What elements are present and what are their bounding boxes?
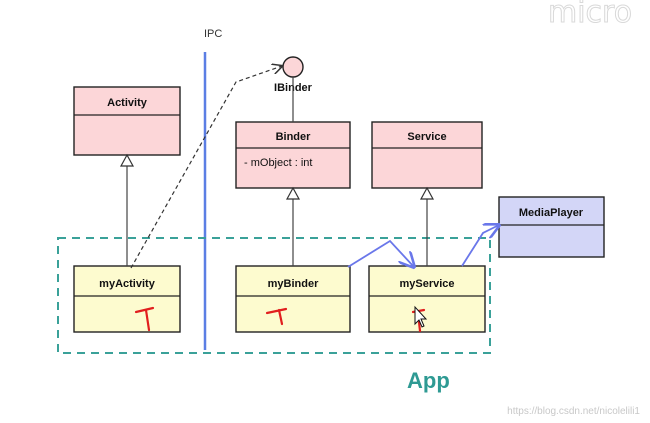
class-myservice: myService xyxy=(368,265,486,333)
class-myservice-name: myService xyxy=(399,278,454,290)
handwritten-mark-mybinder xyxy=(265,307,288,326)
class-mediaplayer: MediaPlayer xyxy=(498,196,605,258)
class-binder: Binder - mObject : int xyxy=(235,121,351,189)
generalization-myactivity-activity xyxy=(119,153,135,266)
handwritten-mark-myactivity xyxy=(134,306,155,332)
app-package-boundary xyxy=(57,237,491,354)
source-watermark: https://blog.csdn.net/nicolelili1 xyxy=(507,406,640,417)
mouse-cursor-icon xyxy=(414,305,428,328)
class-activity: Activity xyxy=(73,86,181,156)
dependency-myactivity-ibinder xyxy=(130,66,282,269)
class-mybinder: myBinder xyxy=(235,265,351,333)
ipc-label: IPC xyxy=(204,28,222,40)
ibinder-lollipop-icon xyxy=(282,56,304,78)
class-myactivity: myActivity xyxy=(73,265,181,333)
watermark-logo: micro xyxy=(548,0,632,30)
class-mediaplayer-name: MediaPlayer xyxy=(519,207,584,219)
app-package-label: App xyxy=(407,368,450,393)
class-service: Service xyxy=(371,121,483,189)
association-myservice-mediaplayer xyxy=(461,225,499,267)
generalization-myservice-service xyxy=(419,186,435,266)
class-myactivity-name: myActivity xyxy=(99,278,156,290)
generalization-mybinder-binder xyxy=(285,186,301,266)
association-mybinder-myservice xyxy=(347,239,414,267)
class-binder-name: Binder xyxy=(276,131,312,143)
class-binder-attribute: - mObject : int xyxy=(244,157,312,169)
class-activity-name: Activity xyxy=(107,97,148,109)
class-service-name: Service xyxy=(407,131,446,143)
class-mybinder-name: myBinder xyxy=(268,278,319,290)
